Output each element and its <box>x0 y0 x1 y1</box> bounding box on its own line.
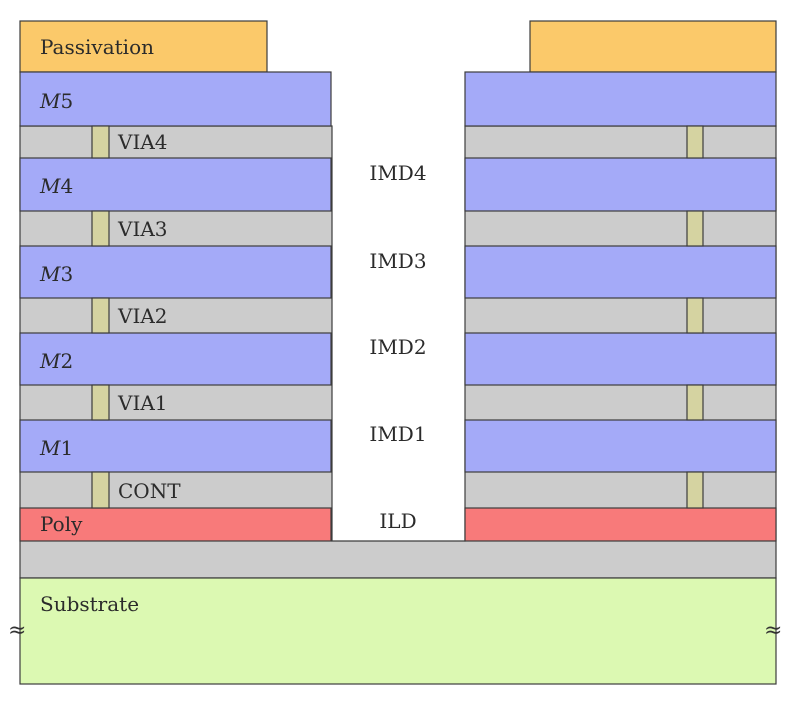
metal-m3-label: M3 <box>39 262 73 286</box>
poly-left <box>19 507 332 542</box>
metal-m5-left <box>19 71 332 127</box>
contact-label: CONT <box>118 479 181 503</box>
metal-m5-label: M5 <box>39 89 73 113</box>
ild-label: ILD <box>379 509 416 533</box>
contact-left <box>91 471 110 509</box>
poly-right <box>464 507 777 542</box>
imd1-label: IMD1 <box>369 422 426 446</box>
via4-right <box>686 125 704 159</box>
contact-right <box>686 471 704 509</box>
via2-right <box>686 297 704 334</box>
metal-m4-right <box>464 157 777 212</box>
metal-m1-right <box>464 419 777 473</box>
passivation-left <box>19 20 268 73</box>
metal-m3-left <box>19 245 332 299</box>
metal-m5-right <box>464 71 777 127</box>
metal-m3-right <box>464 245 777 299</box>
metal-m4-left <box>19 157 332 212</box>
metal-layers <box>19 71 777 473</box>
break-mark-right: ≈ <box>764 618 782 643</box>
via1-label: VIA1 <box>117 391 168 415</box>
metal-m1-left <box>19 419 332 473</box>
passivation-label: Passivation <box>40 35 154 59</box>
metal-m2-right <box>464 332 777 386</box>
via3-right <box>686 210 704 247</box>
metal-m4-label: M4 <box>39 174 73 198</box>
substrate-label: Substrate <box>40 592 139 616</box>
via3-label: VIA3 <box>117 217 168 241</box>
substrate-layer <box>19 577 777 685</box>
via4-left <box>91 125 110 159</box>
via1-left <box>91 384 110 421</box>
via2-left <box>91 297 110 334</box>
imd3-label: IMD3 <box>369 249 426 273</box>
poly-label: Poly <box>40 512 83 536</box>
via4-label: VIA4 <box>117 130 168 154</box>
imd4-label: IMD4 <box>369 161 426 185</box>
metal-m1-label: M1 <box>39 436 73 460</box>
passivation-right <box>529 20 777 73</box>
via3-left <box>91 210 110 247</box>
imd2-label: IMD2 <box>369 335 426 359</box>
via2-label: VIA2 <box>117 304 168 328</box>
via1-right <box>686 384 704 421</box>
vias <box>91 125 704 509</box>
metal-m2-left <box>19 332 332 386</box>
break-mark-left: ≈ <box>8 618 26 643</box>
metal-m2-label: M2 <box>39 349 73 373</box>
